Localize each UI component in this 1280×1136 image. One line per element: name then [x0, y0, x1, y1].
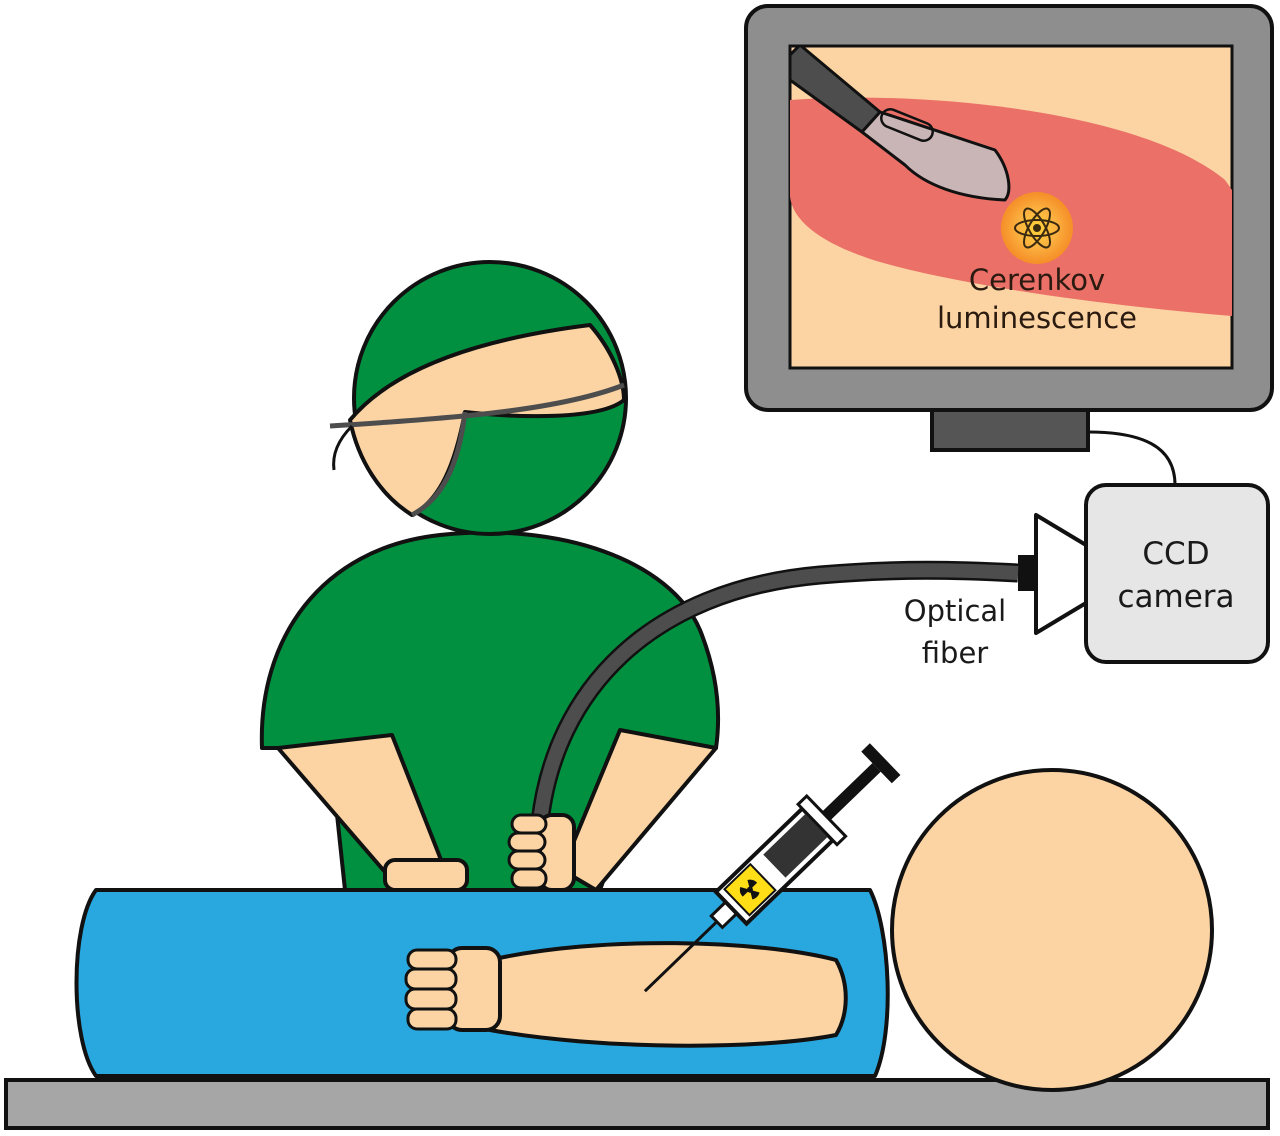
surgeon-torso [259, 530, 721, 892]
camera-label-line2: camera [1117, 579, 1234, 615]
patient-head [890, 768, 1214, 1092]
surgeon-left-hand [383, 858, 469, 892]
syringe-icon [643, 743, 901, 993]
fiber-label-line2: fiber [922, 636, 989, 670]
scalpel-icon [790, 46, 1011, 202]
screen-label-line2: luminescence [937, 301, 1137, 335]
monitor-stand [930, 408, 1090, 452]
radiation-icon [723, 862, 777, 917]
camera-cable [1087, 430, 1177, 486]
surgeon-right-hand [507, 813, 576, 892]
fiber-label-line1: Optical [904, 594, 1006, 628]
screen-label-line1: Cerenkov [969, 263, 1105, 297]
surgeon-mask-tie [332, 424, 354, 471]
ccd-camera: CCD camera [1018, 483, 1270, 664]
patient-arm [404, 941, 848, 1048]
camera-label-line1: CCD [1142, 536, 1209, 572]
camera-body [1084, 483, 1270, 664]
surgeon-face [348, 323, 626, 517]
camera-lens-mount [1018, 555, 1036, 591]
surgeon-mask-edge [410, 411, 468, 518]
camera-lens [1034, 513, 1088, 635]
surgeon-mask-string [329, 382, 625, 429]
monitor: Cerenkov luminescence [744, 4, 1274, 452]
atom-icon [1014, 207, 1060, 249]
surgeon [259, 260, 721, 892]
